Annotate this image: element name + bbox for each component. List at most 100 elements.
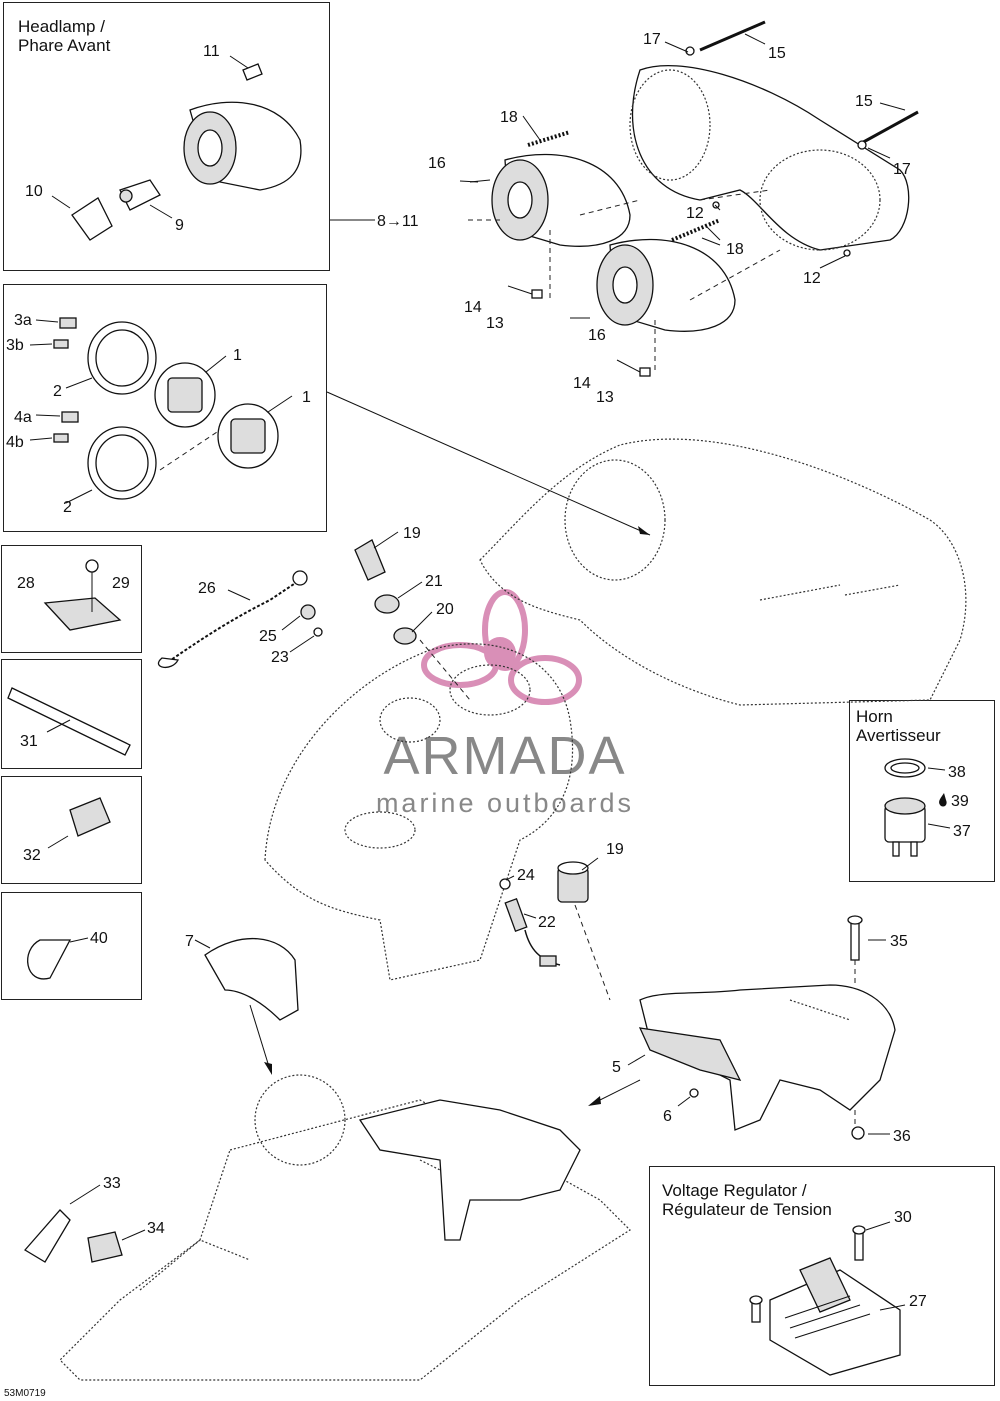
callout-23: 23 [271,649,289,666]
callout-8-to-11: 8→11 [377,213,419,230]
tie-panel [1,892,142,1000]
headlamp-housing [183,101,302,191]
callout-3b: 3b [6,337,24,354]
cable-tie [27,939,72,980]
mounting-clip [69,797,111,837]
ignition-key [354,539,386,581]
callout-9: 9 [175,217,184,234]
bezel-ring-lower [87,426,157,500]
callout-1: 1 [233,347,242,364]
callout-22: 22 [538,914,556,931]
callout-4b: 4b [6,434,24,451]
callout-19: 19 [403,525,421,542]
callout-6: 6 [663,1108,672,1125]
bracket-washer [689,1088,699,1098]
callout-11: 11 [203,43,220,60]
lamp-retainer [71,197,113,241]
callout-13: 13 [486,315,504,332]
callout-25: 25 [259,628,277,645]
dashboard-console [264,643,574,981]
mounting-bolt [847,915,863,961]
callout-2: 2 [63,499,72,516]
callout-1: 1 [302,389,311,406]
callout-16: 16 [588,327,606,344]
callout-2: 2 [53,383,62,400]
callout-12: 12 [803,270,821,287]
cable-guide [23,1209,71,1263]
callout-40: 40 [90,930,108,947]
bracket-part [43,559,122,631]
deflector-shield [204,937,299,1021]
callout-14: 14 [464,299,482,316]
callout-36: 36 [893,1128,911,1145]
callout-5: 5 [612,1059,621,1076]
callout-17: 17 [643,31,661,48]
headlamp-right [596,238,736,332]
callout-4a: 4a [14,409,32,426]
callout-3a: 3a [14,312,32,329]
callout-14: 14 [573,375,591,392]
key-boot [374,594,400,614]
callout-13: 13 [596,389,614,406]
lanyard-washer [313,627,323,637]
voltage-regulator-icon [769,1257,901,1376]
callout-15: 15 [855,93,873,110]
callout-16: 16 [428,155,446,172]
bracket-nut [851,1126,865,1140]
callout-31: 31 [20,733,38,750]
callout-21: 21 [425,573,443,590]
drawing-code: 53M0719 [4,1388,46,1399]
callout-19: 19 [606,841,624,858]
regulator-bolts [749,1225,866,1323]
horn-panel: Horn Avertisseur [849,700,995,882]
callout-27: 27 [909,1293,927,1310]
callout-37: 37 [953,823,971,840]
callout-28: 28 [17,575,35,592]
callout-18: 18 [500,109,518,126]
sensor-wire [504,898,561,967]
adjusting-screws [469,20,919,377]
callout-7: 7 [185,933,194,950]
upper-fairing [479,438,967,706]
callout-29: 29 [112,575,130,592]
callout-20: 20 [436,601,454,618]
callout-33: 33 [103,1175,121,1192]
callout-35: 35 [890,933,908,950]
spring-clip [87,1231,123,1263]
callout-17: 17 [893,161,911,178]
callout-12: 12 [686,205,704,222]
horn-icon [884,758,926,857]
ignition-switch [557,861,589,903]
regulator-panel-title: Voltage Regulator / Régulateur de Tensio… [662,1181,832,1219]
switch-washer [499,878,511,890]
callout-24: 24 [517,867,535,884]
callout-26: 26 [198,580,216,597]
callout-34: 34 [147,1220,165,1237]
callout-30: 30 [894,1209,912,1226]
lanyard-cap [300,604,316,620]
bezel-clips [53,317,79,443]
watermark-brand: ARMADA [383,726,627,786]
callout-15: 15 [768,45,786,62]
gauge-cover-lower [217,403,279,469]
callout-39: 39 [951,793,969,810]
clip-panel [1,776,142,884]
watermark-tagline: marine outboards [375,788,635,818]
bulb-socket-icon [119,179,161,211]
lanyard-cable [157,570,308,668]
protective-tube [7,687,131,756]
gauge-support-bracket [638,984,896,1131]
frame-bracket [358,1099,581,1241]
callout-18: 18 [726,241,744,258]
headlamp-left [491,153,631,247]
callout-32: 32 [23,847,41,864]
bracket-panel [1,545,142,653]
headlamp-panel-title: Headlamp / Phare Avant [18,17,111,55]
headlamp-connector [242,63,263,81]
headlamp-support-frame [629,64,910,251]
bezel-ring-upper [87,321,157,395]
gauge-cover-upper [154,362,216,428]
horn-panel-title: Horn Avertisseur [856,707,941,745]
